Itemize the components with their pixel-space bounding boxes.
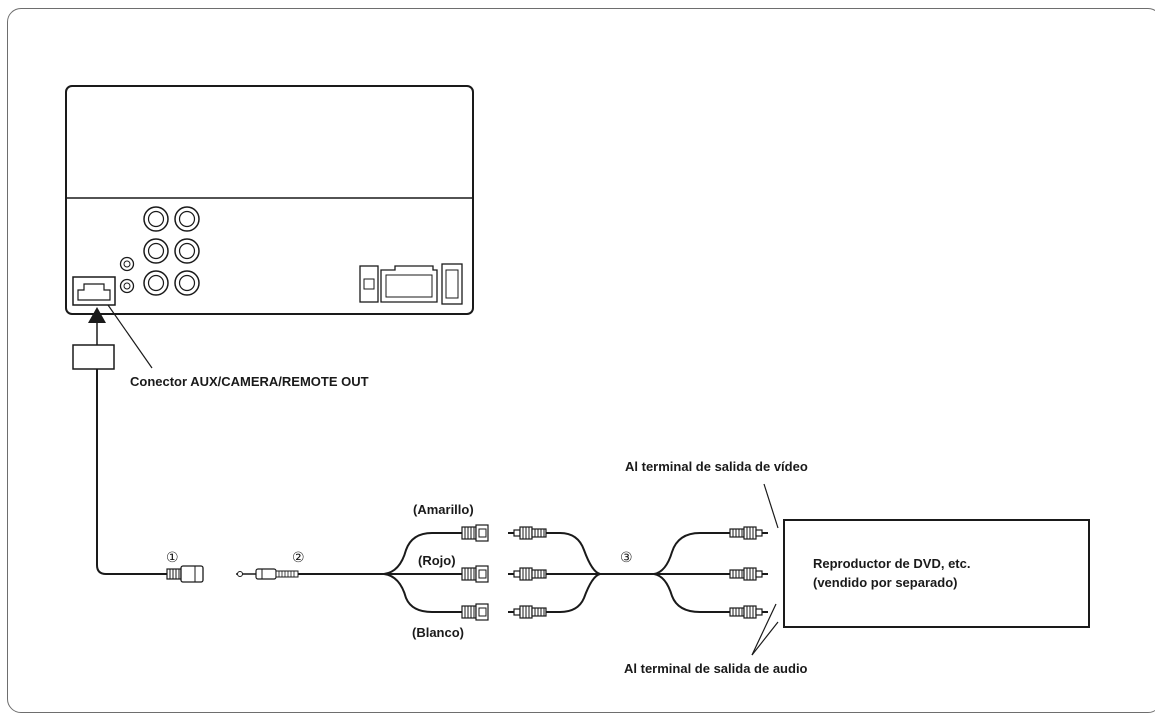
item-number-2: ② xyxy=(292,550,305,566)
rca-plug-icon xyxy=(729,605,769,619)
video-leader-line xyxy=(763,483,779,529)
rca-jack-yellow xyxy=(461,524,489,542)
device-label-line1: Reproductor de DVD, etc. xyxy=(813,556,970,571)
rca-jack-white xyxy=(461,603,489,621)
rca-jack-red xyxy=(461,565,489,583)
aux-plug-block xyxy=(72,344,115,370)
item-number-1: ① xyxy=(166,550,179,566)
cable-3 xyxy=(546,532,730,613)
red-label: (Rojo) xyxy=(418,553,456,568)
small-jacks xyxy=(119,256,135,294)
mini-jack-icon xyxy=(236,568,299,580)
yellow-label: (Amarillo) xyxy=(413,502,474,517)
aux-cable xyxy=(96,369,167,575)
dvd-player-box xyxy=(783,519,1090,628)
rca-jack-panel xyxy=(143,206,200,296)
right-connectors xyxy=(359,263,463,305)
audio-out-label: Al terminal de salida de audio xyxy=(624,661,808,676)
rca-plug-icon xyxy=(507,567,547,581)
rca-plug-icon xyxy=(507,526,547,540)
audio-leader-line-1 xyxy=(751,603,777,656)
head-unit xyxy=(65,85,474,315)
cable-split-left xyxy=(298,532,462,613)
rca-plug-icon xyxy=(507,605,547,619)
device-label-line2: (vendido por separado) xyxy=(813,575,957,590)
item-number-3: ③ xyxy=(620,550,633,566)
arrow-up-icon xyxy=(88,307,106,345)
adapter-female-jack xyxy=(166,565,204,583)
video-out-label: Al terminal de salida de vídeo xyxy=(625,459,808,474)
rca-plug-icon xyxy=(729,567,769,581)
aux-camera-port xyxy=(72,276,116,306)
rca-plug-icon xyxy=(729,526,769,540)
audio-leader-line-2 xyxy=(751,621,779,656)
white-label: (Blanco) xyxy=(412,625,464,640)
connector-leader-line xyxy=(107,304,153,369)
connector-label: Conector AUX/CAMERA/REMOTE OUT xyxy=(130,374,369,389)
